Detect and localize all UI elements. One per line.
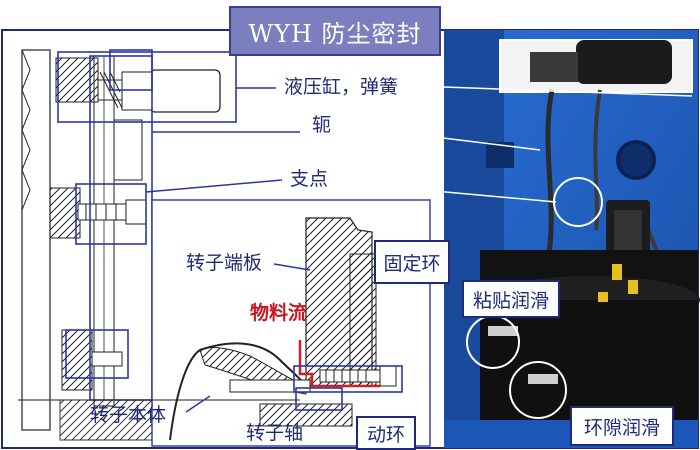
top-housing bbox=[55, 57, 99, 103]
fixed-ring-label: 固定环 bbox=[374, 240, 450, 284]
rotor-end-plate-label: 转子端板 bbox=[186, 252, 263, 274]
moving-ring-label: 动环 bbox=[356, 416, 416, 450]
title-banner: WYH 防尘密封 bbox=[229, 6, 441, 56]
rotor-wall bbox=[21, 49, 51, 431]
technical-drawing bbox=[18, 49, 431, 447]
lever-label: 轭 bbox=[312, 114, 332, 136]
rotor-body-label: 转子本体 bbox=[90, 404, 167, 426]
leader-lines bbox=[145, 85, 693, 413]
rotor-shaft-label: 转子轴 bbox=[246, 422, 304, 444]
material-flow-path bbox=[298, 340, 380, 388]
gap-lubrication-label: 环隙润滑 bbox=[570, 406, 674, 446]
hydraulic-cylinder-spring-label: 液压缸，弹簧 bbox=[284, 76, 399, 98]
equipment-photo bbox=[444, 30, 700, 448]
fulcrum-block bbox=[49, 187, 81, 239]
fulcrum-label: 支点 bbox=[290, 168, 329, 190]
hydraulic-cylinder bbox=[149, 69, 221, 113]
material-flow-label: 物料流 bbox=[250, 302, 308, 324]
adhesive-lubrication-label: 粘贴润滑 bbox=[462, 280, 560, 318]
